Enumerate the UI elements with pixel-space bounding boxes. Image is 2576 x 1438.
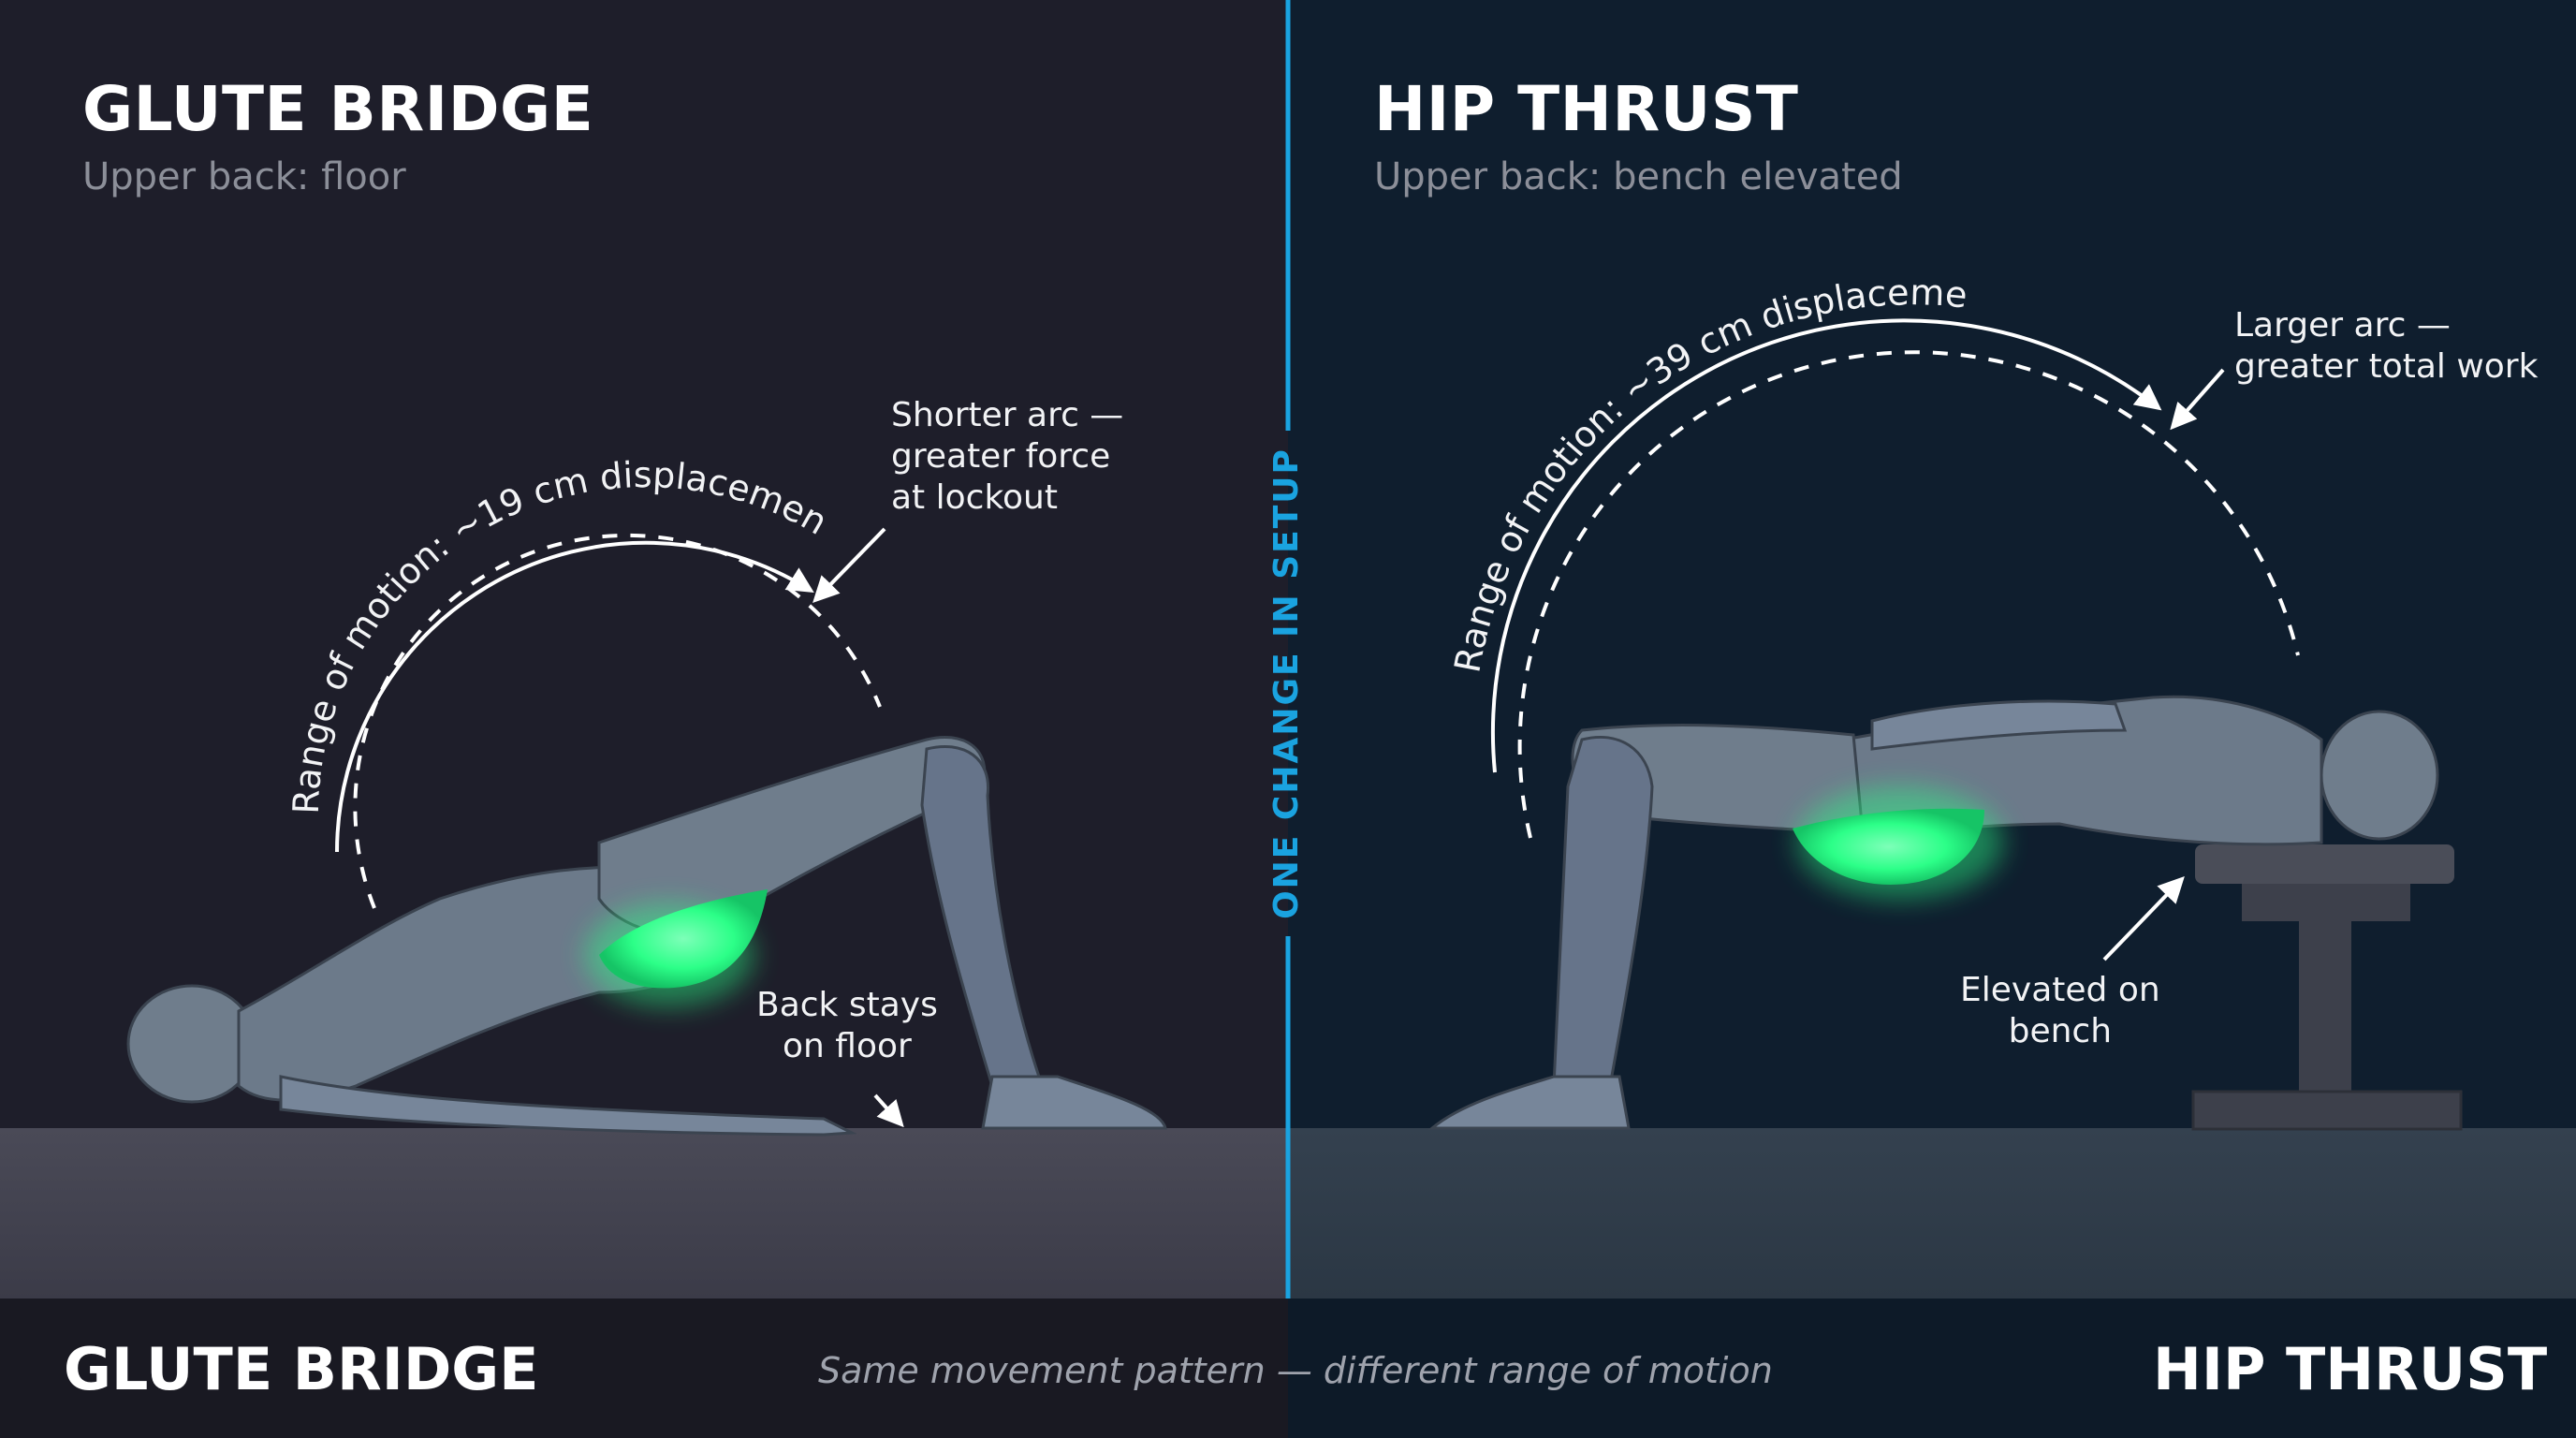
left-arc-note-line-1: Shorter arc —: [891, 396, 1124, 434]
right-arc-note-line-1: Larger arc —: [2234, 306, 2451, 345]
left-floor-note-line-2: on floor: [783, 1027, 912, 1065]
right-bench-note-line-2: bench: [2008, 1012, 2113, 1050]
left-floor-note-arrow: [873, 1093, 904, 1128]
left-arc-note: Shorter arc — greater force at lockout: [891, 395, 1123, 519]
bridge-foot: [981, 1075, 1167, 1130]
bench-bar: [2242, 884, 2410, 921]
left-panel-subtitle: Upper back: floor: [82, 155, 406, 198]
thrust-glute-highlight: [1793, 808, 1984, 885]
right-floor: [1288, 1128, 2576, 1299]
left-panel-title: GLUTE BRIDGE: [82, 73, 594, 145]
footer-right-title: HIP THRUST: [2153, 1335, 2548, 1403]
right-rom-arc: [1491, 318, 2162, 773]
thrust-foot: [1427, 1075, 1631, 1130]
bridge-shin: [920, 744, 1041, 1088]
glute-bridge-figure: [126, 735, 1167, 1137]
bench-top: [2195, 844, 2454, 884]
bench-base: [2191, 1090, 2463, 1131]
right-panel-subtitle: Upper back: bench elevated: [1374, 155, 1903, 198]
right-arc-note: Larger arc — greater total work: [2234, 305, 2538, 388]
left-floor-note: Back stays on floor: [756, 985, 938, 1067]
left-arc-note-arrow: [812, 527, 886, 604]
left-floor: [0, 1128, 1288, 1299]
bridge-glute-highlight: [599, 889, 768, 989]
right-dashed-arc: [1517, 350, 2300, 839]
left-arc-note-line-2: greater force: [891, 437, 1111, 476]
right-arc-note-arrow: [2170, 368, 2225, 431]
right-bench-note: Elevated on bench: [1960, 970, 2160, 1052]
thrust-head: [2320, 710, 2439, 841]
right-bench-note-line-1: Elevated on: [1960, 971, 2160, 1009]
left-dashed-arc: [353, 533, 882, 909]
footer-bar-right: [1288, 1299, 2576, 1438]
right-panel-title: HIP THRUST: [1374, 73, 1799, 145]
bridge-arm: [279, 1075, 857, 1137]
left-floor-note-line-1: Back stays: [756, 986, 938, 1024]
bench-post: [2299, 921, 2351, 1092]
thrust-arm: [1870, 699, 2128, 751]
hip-thrust-figure: [1427, 695, 2463, 1131]
right-bench-note-arrow: [2102, 875, 2185, 961]
footer-left-title: GLUTE BRIDGE: [64, 1335, 539, 1403]
divider-label: ONE CHANGE IN SETUP: [1267, 448, 1306, 919]
footer-caption: Same movement pattern — different range …: [818, 1350, 1773, 1391]
left-arc-note-line-3: at lockout: [891, 478, 1058, 517]
bridge-head: [126, 984, 257, 1104]
thrust-shin: [1552, 735, 1654, 1088]
right-arc-note-line-2: greater total work: [2234, 347, 2539, 386]
